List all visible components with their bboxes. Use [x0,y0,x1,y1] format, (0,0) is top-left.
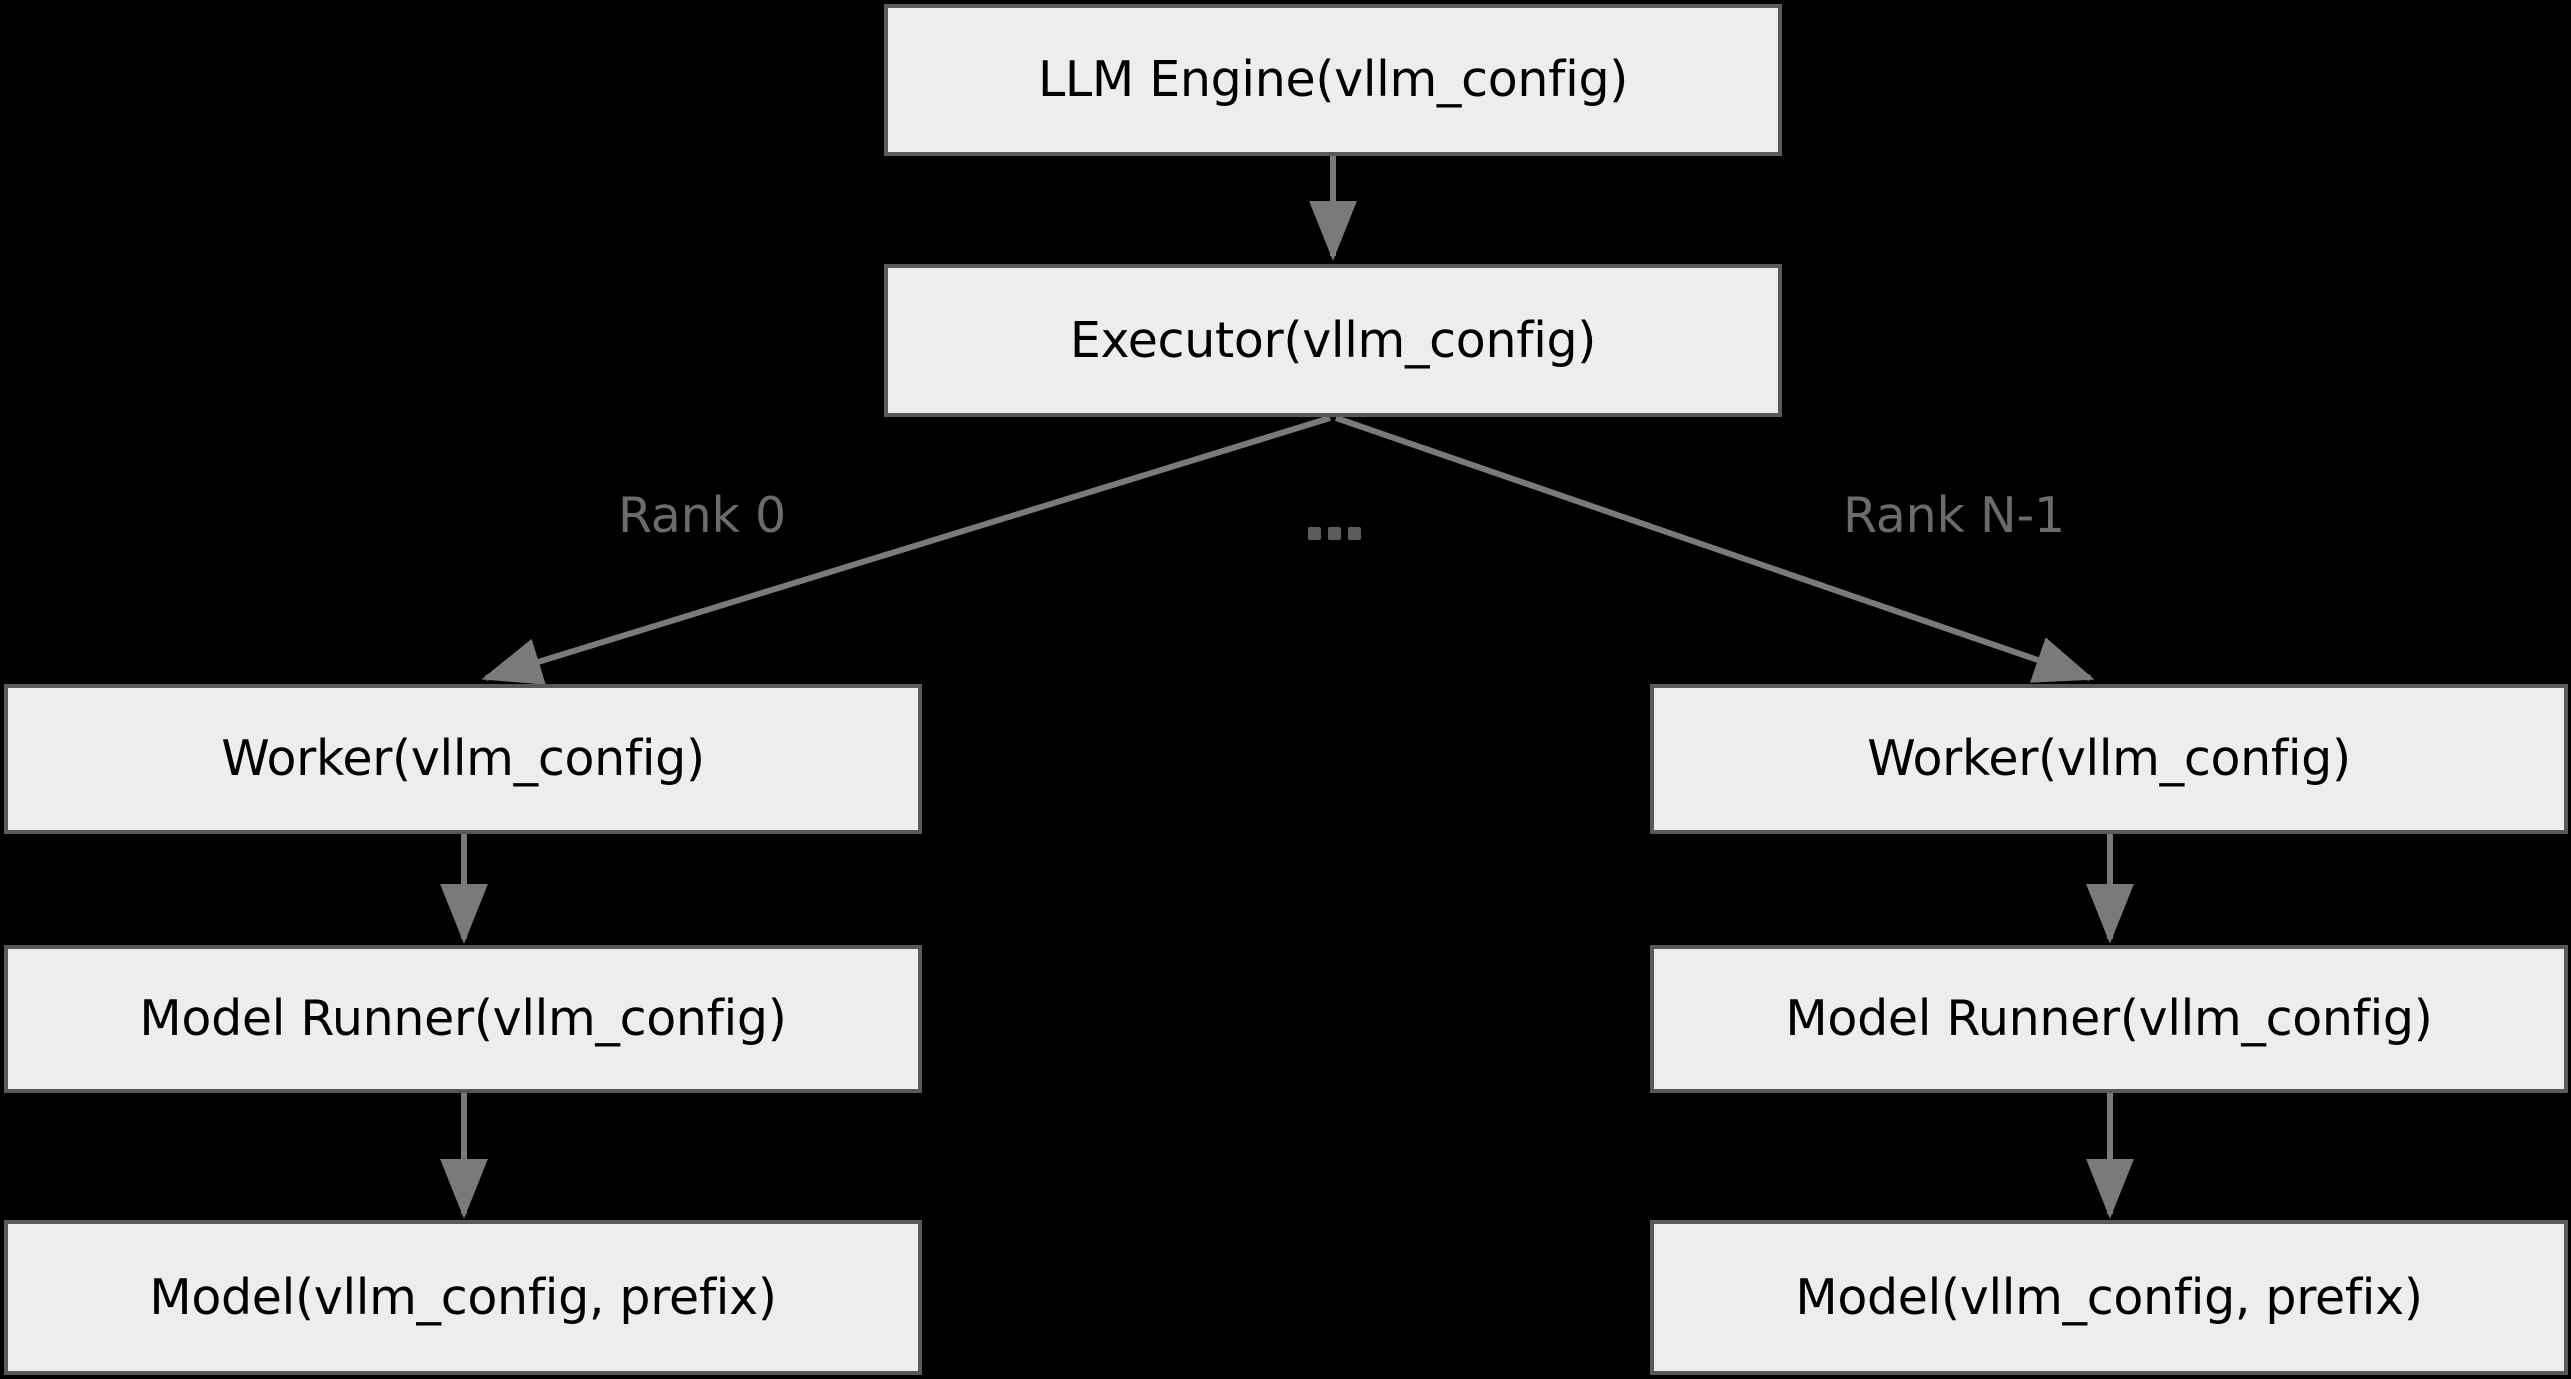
node-model-runner-rank-n[interactable]: Model Runner(vllm_config) [1650,945,2568,1093]
node-model-rank-n[interactable]: Model(vllm_config, prefix) [1650,1220,2568,1375]
node-executor-label: Executor(vllm_config) [1069,311,1597,369]
edge-executor-to-worker-n [1335,415,2095,683]
node-model-runner-rank-n-label: Model Runner(vllm_config) [1785,990,2433,1048]
edge-executor-to-worker-0 [481,415,1331,685]
edge-label-rank-0: Rank 0 [618,487,786,544]
node-model-rank-n-label: Model(vllm_config, prefix) [1795,1268,2423,1326]
node-worker-rank-0-label: Worker(vllm_config) [221,730,705,788]
node-worker-rank-n[interactable]: Worker(vllm_config) [1650,684,2568,834]
ellipsis-icon [1308,527,1361,540]
node-model-rank-0[interactable]: Model(vllm_config, prefix) [4,1220,922,1375]
ellipsis-dot [1328,527,1341,540]
ellipsis-dot [1348,527,1361,540]
node-llm-engine[interactable]: LLM Engine(vllm_config) [884,4,1782,156]
node-model-rank-0-label: Model(vllm_config, prefix) [149,1268,777,1326]
node-executor[interactable]: Executor(vllm_config) [884,264,1782,417]
node-worker-rank-n-label: Worker(vllm_config) [1867,730,2351,788]
edge-label-rank-n: Rank N-1 [1843,487,2065,544]
node-worker-rank-0[interactable]: Worker(vllm_config) [4,684,922,834]
node-model-runner-rank-0[interactable]: Model Runner(vllm_config) [4,945,922,1093]
node-llm-engine-label: LLM Engine(vllm_config) [1037,51,1629,109]
node-model-runner-rank-0-label: Model Runner(vllm_config) [139,990,787,1048]
ellipsis-dot [1308,527,1321,540]
